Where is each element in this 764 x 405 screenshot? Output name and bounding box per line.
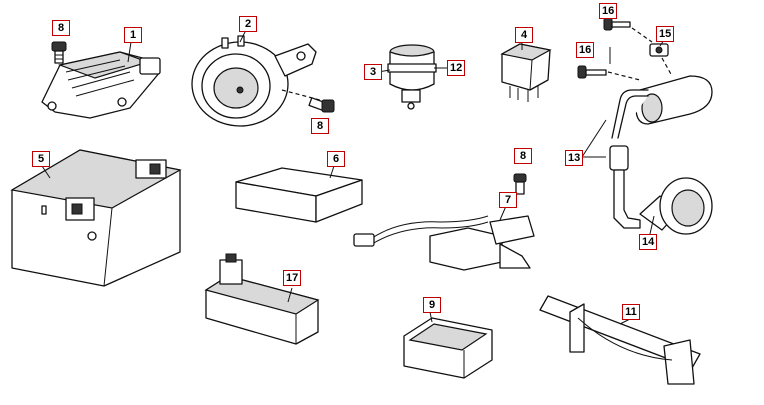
callout-8-middle: 8	[514, 148, 532, 164]
callout-3: 3	[364, 64, 382, 80]
ignition-coil-13	[609, 75, 713, 229]
callout-4: 4	[515, 27, 533, 43]
callout-16-left: 16	[576, 42, 595, 58]
callout-2: 2	[239, 16, 257, 32]
callout-13: 13	[565, 150, 584, 166]
cdi-unit-17	[204, 253, 320, 345]
callout-16-top: 16	[599, 3, 618, 19]
flasher-relay-3	[387, 44, 448, 110]
callout-5: 5	[32, 151, 50, 167]
callout-8-top-left: 8	[52, 20, 70, 36]
regulator-rectifier-1	[41, 51, 161, 119]
tilt-sensor-7	[353, 215, 535, 271]
bolt-8-middle	[513, 173, 527, 195]
screw-16-left	[577, 65, 641, 81]
battery-5	[10, 149, 182, 287]
callout-12: 12	[447, 60, 466, 76]
callout-9: 9	[423, 297, 441, 313]
callout-6: 6	[327, 151, 345, 167]
callout-15: 15	[656, 26, 675, 42]
callout-11: 11	[622, 304, 640, 320]
nut-15	[649, 43, 673, 77]
battery-band-11	[539, 295, 701, 385]
bolt-8-top-left	[51, 41, 67, 64]
rubber-case-9	[403, 317, 493, 379]
callout-14: 14	[639, 234, 658, 250]
spark-plug-cap-14	[639, 177, 713, 235]
callout-1: 1	[124, 27, 142, 43]
callout-8-horn: 8	[311, 118, 329, 134]
battery-pad-6	[235, 167, 363, 223]
horn-2	[191, 35, 321, 127]
screw-16-top	[603, 17, 653, 43]
bolt-8-horn	[308, 97, 335, 113]
callout-17: 17	[283, 270, 302, 286]
starter-relay-4	[500, 43, 552, 102]
callout-7: 7	[499, 192, 517, 208]
